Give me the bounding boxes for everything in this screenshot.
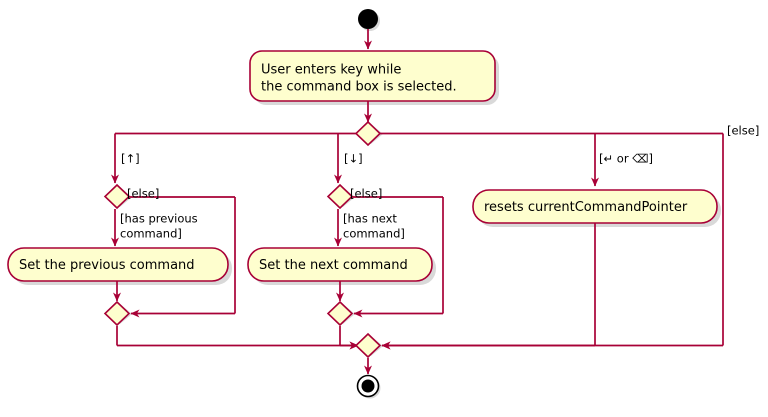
activity-set-previous-command-label: Set the previous command	[19, 258, 195, 273]
decision-has-next	[326, 183, 354, 210]
activity-set-previous-command: Set the previous command	[7, 247, 229, 282]
guard-up-key: [↑]	[121, 152, 140, 166]
merge-final	[354, 332, 382, 359]
guard-down-key: [↓]	[344, 152, 363, 166]
activity-user-enters-key-line1: User enters key while	[261, 63, 401, 78]
guard-has-next-command-line1: [has next	[343, 212, 397, 226]
guard-label-layer: [↑] [↓] [↵ or ⌫] [else] [else] [has prev…	[120, 124, 759, 241]
guard-has-previous-command-line2: command]	[120, 227, 182, 241]
activity-resets-pointer-label: resets currentCommandPointer	[484, 200, 688, 215]
activity-user-enters-key-line2: the command box is selected.	[261, 80, 457, 95]
guard-has-next-command-line2: command]	[343, 227, 405, 241]
activity-set-next-command-label: Set the next command	[259, 258, 408, 273]
decision-key-type	[354, 120, 382, 147]
guard-else-has-next: [else]	[350, 187, 382, 201]
guard-else-has-previous: [else]	[127, 187, 159, 201]
merge-left	[103, 300, 131, 327]
merge-middle	[326, 300, 354, 327]
edge-layer	[111, 29, 724, 375]
start-node	[358, 9, 378, 29]
decision-has-previous	[103, 183, 131, 210]
end-node	[356, 374, 380, 398]
guard-enter-or-backspace: [↵ or ⌫]	[599, 152, 653, 166]
activity-set-next-command: Set the next command	[247, 247, 433, 282]
guard-else-outer: [else]	[727, 124, 759, 138]
activity-user-enters-key: User enters key while the command box is…	[249, 50, 496, 102]
activity-resets-pointer: resets currentCommandPointer	[472, 189, 718, 224]
guard-has-previous-command-line1: [has previous	[120, 212, 198, 226]
